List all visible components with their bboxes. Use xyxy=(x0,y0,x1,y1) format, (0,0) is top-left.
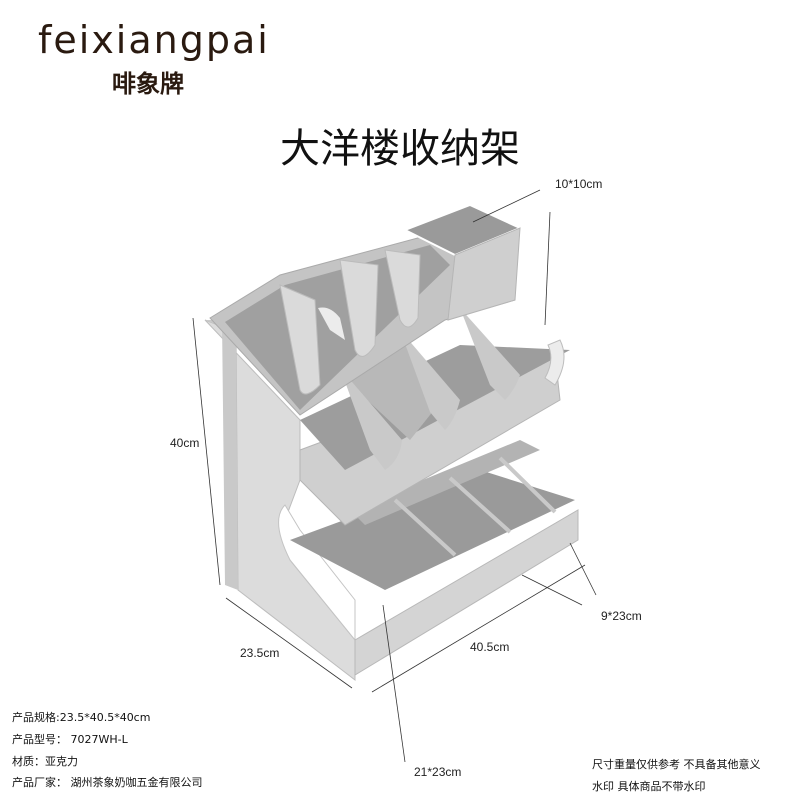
spec-size: 产品规格:23.5*40.5*40cm xyxy=(12,711,151,724)
dim-cup-box: 10*10cm xyxy=(555,177,602,191)
spec-material: 材质：亚克力 xyxy=(12,755,78,768)
product-title: 大洋楼收纳架 xyxy=(280,126,520,172)
dim-large-slot: 21*23cm xyxy=(414,765,461,779)
spec-maker: 产品厂家： 湖州茶象奶咖五金有限公司 xyxy=(12,776,203,789)
bottom-tray-floor xyxy=(290,470,575,590)
side-panel-front xyxy=(205,320,238,590)
spec-model: 产品型号： 7027WH-L xyxy=(12,733,128,746)
note-reference: 尺寸重量仅供参考 不具备其他意义 xyxy=(592,758,761,771)
dim-depth: 23.5cm xyxy=(240,646,279,660)
dim-height: 40cm xyxy=(170,436,199,450)
brand-logo-chinese: 啡象牌 xyxy=(112,70,184,98)
cup-box-side xyxy=(447,227,521,321)
brand-logo-text: feixiangpai xyxy=(38,18,270,62)
dim-small-slot: 9*23cm xyxy=(601,609,642,623)
dim-width: 40.5cm xyxy=(470,640,509,654)
note-watermark: 水印 具体商品不带水印 xyxy=(592,780,706,793)
bottom-tray-front xyxy=(354,509,579,676)
